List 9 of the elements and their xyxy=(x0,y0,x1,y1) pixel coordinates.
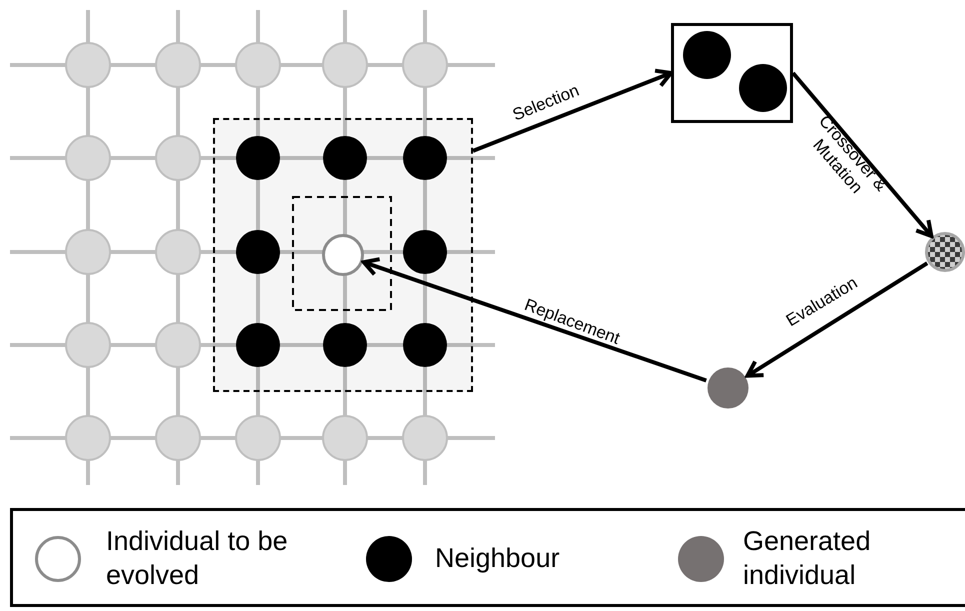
neighbourhood-box xyxy=(213,118,473,392)
legend-label: Generated individual xyxy=(743,524,872,592)
arrow xyxy=(472,68,673,153)
arrow xyxy=(791,72,934,238)
selected-parents-box xyxy=(671,23,793,123)
legend-label: Neighbour xyxy=(435,542,561,574)
arrow xyxy=(362,257,707,382)
arrow xyxy=(746,261,928,378)
legend-label: Individual to be evolved xyxy=(106,524,289,592)
